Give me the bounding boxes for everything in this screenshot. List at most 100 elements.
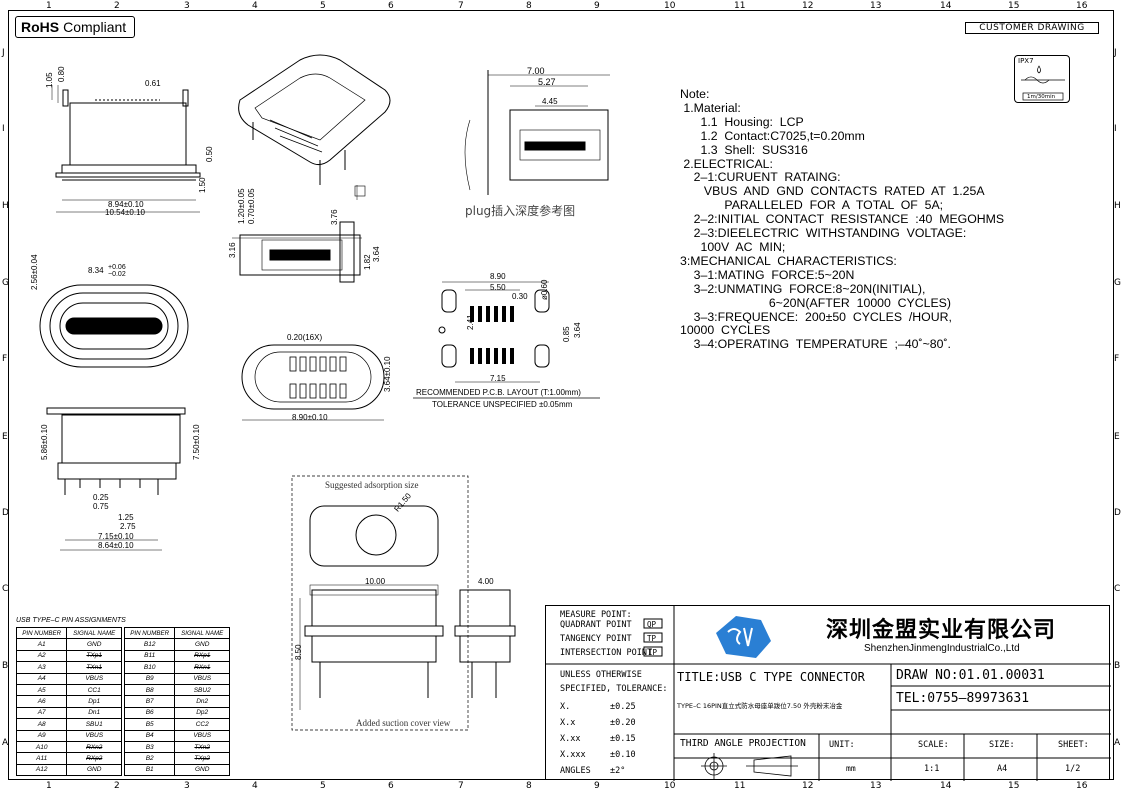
pin-number: B8 xyxy=(123,683,176,697)
pcb-0-30: 0.30 xyxy=(512,292,528,301)
note-line: 1.3 Shell: SUS316 xyxy=(680,142,808,157)
pin-number: B11 xyxy=(123,649,176,663)
dim-3-16: 3.16 xyxy=(228,242,237,258)
zone-marker-11: 11 xyxy=(734,781,746,791)
zone-marker-1: 1 xyxy=(46,1,52,11)
title-block: MEASURE POINT: QUADRANT POINT QP TANGENC… xyxy=(545,605,1111,781)
signal-name: RXp1 xyxy=(174,649,230,663)
header-signal-name: SIGNAL NAME xyxy=(66,626,122,640)
dim-4-45: 4.45 xyxy=(542,97,558,106)
pcb-7-15: 7.15 xyxy=(490,374,506,383)
signal-name: Dn2 xyxy=(174,695,230,708)
zone-marker-12: 12 xyxy=(802,781,814,791)
dim-8-34: 8.34 xyxy=(88,266,104,275)
tolerance-key: X.xx xyxy=(560,734,581,744)
zone-marker-13: 13 xyxy=(870,1,882,11)
signal-name: CC1 xyxy=(66,683,122,697)
tolerance-key: ANGLES xyxy=(560,766,591,776)
note-line: 2.ELECTRICAL: xyxy=(680,156,773,171)
pin-number: B4 xyxy=(123,729,176,742)
zone-marker-14: 14 xyxy=(940,1,952,11)
dim-4-00: 4.00 xyxy=(478,577,494,586)
water-drop-icon xyxy=(1021,65,1065,101)
tolerance-line2: SPECIFIED, TOLERANCE: xyxy=(560,684,668,694)
dim-8-64: 8.64±0.10 xyxy=(98,541,134,550)
dim-2-56: 2.56±0.04 xyxy=(30,254,39,290)
signal-name: TXn1 xyxy=(66,661,122,674)
dim-2-75: 2.75 xyxy=(120,522,136,531)
zone-marker-A: A xyxy=(2,738,9,748)
note-line: 3–2:UNMATING FORCE:8~20N(INITIAL), xyxy=(680,281,926,296)
pcb-8-90: 8.90 xyxy=(490,272,506,281)
zone-marker-B: B xyxy=(2,661,9,671)
zone-marker-7: 7 xyxy=(458,781,464,791)
pin-number: A8 xyxy=(15,718,68,731)
unit-label: UNIT: xyxy=(829,740,855,750)
dim-1-20: 1.20±0.05 xyxy=(237,188,246,224)
zone-marker-G: G xyxy=(2,278,9,288)
company-name-en: ShenzhenJinmengIndustrialCo.,Ltd xyxy=(864,643,1020,654)
zone-marker-6: 6 xyxy=(388,781,394,791)
signal-name: Dp1 xyxy=(66,695,122,708)
signal-name: Dn1 xyxy=(66,706,122,720)
signal-name: CC2 xyxy=(174,718,230,731)
zone-marker-J: J xyxy=(1114,48,1117,58)
tolerance-line1: UNLESS OTHERWISE xyxy=(560,670,642,680)
zone-marker-4: 4 xyxy=(252,781,258,791)
signal-name: SBU1 xyxy=(66,718,122,731)
zone-marker-F: F xyxy=(1114,354,1120,364)
dim-5-86: 5.86±0.10 xyxy=(40,424,49,460)
signal-name: TXp2 xyxy=(174,752,230,765)
draw-number: DRAW NO:01.01.00031 xyxy=(896,668,1045,683)
pcb-2-41: 2.41 xyxy=(466,314,475,330)
zone-marker-I: I xyxy=(2,124,5,134)
zone-marker-6: 6 xyxy=(388,1,394,11)
dim-0-75: 0.75 xyxy=(93,502,109,511)
zone-marker-8: 8 xyxy=(526,781,532,791)
zone-marker-10: 10 xyxy=(664,1,676,11)
signal-name: GND xyxy=(174,638,230,651)
zone-marker-J: J xyxy=(2,48,5,58)
pin-number: A4 xyxy=(15,672,68,685)
qp-code: QP xyxy=(647,620,657,629)
dim-10-54: 10.54±0.10 xyxy=(105,208,145,217)
suggested-adsorption-label: Suggested adsorption size xyxy=(325,480,419,490)
note-line: PARALLELED FOR A TOTAL OF 5A; xyxy=(680,198,944,213)
pin-number: A11 xyxy=(15,752,68,765)
pin-number: A1 xyxy=(15,638,68,651)
customer-drawing-label: CUSTOMER DRAWING xyxy=(965,22,1099,34)
tolerance-value: ±0.15 xyxy=(610,734,636,744)
quadrant-point-label: QUADRANT POINT xyxy=(560,620,632,630)
zone-marker-H: H xyxy=(1114,201,1121,211)
zone-marker-1: 1 xyxy=(46,781,52,791)
zone-marker-D: D xyxy=(1114,508,1121,518)
projection-label: THIRD ANGLE PROJECTION xyxy=(680,738,806,749)
dim-7-15: 7.15±0.10 xyxy=(98,532,134,541)
zone-marker-3: 3 xyxy=(184,781,190,791)
pin-assignments-title: USB TYPE–C PIN ASSIGNMENTS xyxy=(16,617,126,624)
signal-name: GND xyxy=(66,638,122,651)
zone-marker-C: C xyxy=(2,584,9,594)
pcb-0-85: 0.85 xyxy=(562,326,571,342)
ipx-sub: 1m/30min xyxy=(1027,94,1056,100)
note-line: VBUS AND GND CONTACTS RATED AT 1.25A xyxy=(680,184,985,199)
zone-marker-2: 2 xyxy=(114,1,120,11)
pcb-5-50: 5.50 xyxy=(490,283,506,292)
dim-3-76: 3.76 xyxy=(330,209,339,225)
